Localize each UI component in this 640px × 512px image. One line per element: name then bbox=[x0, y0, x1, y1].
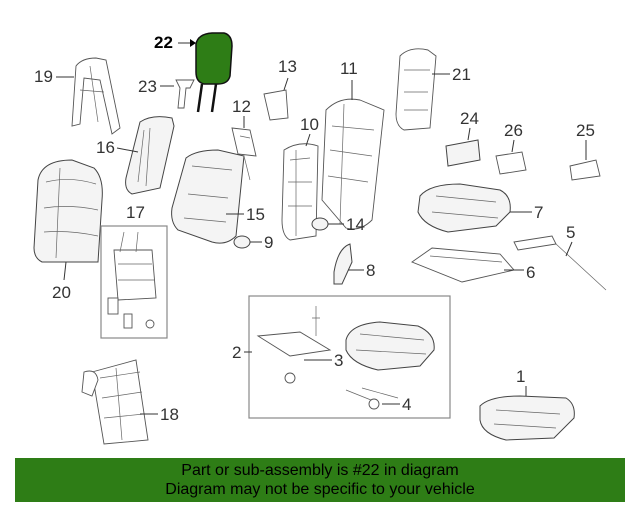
part-22-headrest[interactable] bbox=[195, 32, 233, 113]
part-14-knob[interactable] bbox=[311, 217, 329, 231]
callout-18[interactable]: 18 bbox=[160, 405, 179, 424]
callout-25[interactable]: 25 bbox=[576, 121, 595, 140]
part-6-seat-pan[interactable] bbox=[411, 247, 515, 283]
callout-10[interactable]: 10 bbox=[300, 115, 319, 134]
part-17-lumbar-module[interactable] bbox=[107, 231, 157, 329]
leader-20 bbox=[63, 261, 67, 281]
callout-26[interactable]: 26 bbox=[504, 121, 523, 140]
part-4-wiring[interactable] bbox=[345, 387, 399, 410]
callout-1[interactable]: 1 bbox=[516, 367, 525, 386]
callout-14[interactable]: 14 bbox=[346, 215, 365, 234]
leader-16 bbox=[116, 147, 139, 153]
leader-26 bbox=[511, 139, 515, 153]
part-17-group-box bbox=[100, 225, 168, 339]
leader-10 bbox=[305, 133, 311, 147]
leader-13 bbox=[283, 77, 289, 91]
banner-line-1: Part or sub-assembly is #22 in diagram bbox=[181, 462, 459, 479]
part-3-heater-element[interactable] bbox=[256, 306, 332, 384]
part-21-back-panel[interactable] bbox=[395, 48, 437, 131]
part-16-side-panel[interactable] bbox=[125, 116, 175, 195]
arrowhead-22 bbox=[190, 39, 196, 47]
callout-9[interactable]: 9 bbox=[264, 233, 273, 252]
callout-19[interactable]: 19 bbox=[34, 67, 53, 86]
part-18-seat-back-frame[interactable] bbox=[81, 359, 149, 445]
callout-17[interactable]: 17 bbox=[126, 203, 145, 222]
callout-22[interactable]: 22 bbox=[154, 33, 173, 52]
callout-20[interactable]: 20 bbox=[52, 283, 71, 302]
part-10-backrest-frame[interactable] bbox=[281, 143, 319, 241]
part-7-seat-cushion[interactable] bbox=[417, 183, 511, 233]
part-19-backrest-frame[interactable] bbox=[71, 57, 121, 135]
part-1-seat-base[interactable] bbox=[479, 395, 575, 441]
part-8-side-cover[interactable] bbox=[333, 243, 353, 285]
callout-7[interactable]: 7 bbox=[534, 203, 543, 222]
leader-24 bbox=[467, 127, 471, 141]
callout-23[interactable]: 23 bbox=[138, 77, 157, 96]
callout-12[interactable]: 12 bbox=[232, 97, 251, 116]
callout-15[interactable]: 15 bbox=[246, 205, 265, 224]
callout-11[interactable]: 11 bbox=[340, 59, 358, 78]
parts-diagram: 22 19 23 16 20 17 18 bbox=[33, 32, 607, 445]
callout-5[interactable]: 5 bbox=[566, 223, 575, 242]
info-banner: Part or sub-assembly is #22 in diagram D… bbox=[15, 458, 625, 502]
callout-21[interactable]: 21 bbox=[452, 65, 471, 84]
part-12-bracket[interactable] bbox=[231, 127, 257, 181]
part-26-cover[interactable] bbox=[495, 151, 527, 175]
part-9-knob[interactable] bbox=[233, 235, 251, 249]
callout-16[interactable]: 16 bbox=[96, 138, 115, 157]
part-2-group-box bbox=[248, 295, 451, 419]
callout-13[interactable]: 13 bbox=[278, 57, 297, 76]
part-25-cover[interactable] bbox=[569, 159, 601, 181]
callout-4[interactable]: 4 bbox=[402, 395, 411, 414]
callout-8[interactable]: 8 bbox=[366, 261, 375, 280]
part-15-backrest-shell[interactable] bbox=[171, 149, 245, 244]
banner-line-2: Diagram may not be specific to your vehi… bbox=[165, 481, 475, 498]
part-5-cable[interactable] bbox=[513, 235, 607, 291]
part-2-seat-heater[interactable] bbox=[345, 321, 435, 371]
part-11-backrest-structure[interactable] bbox=[321, 98, 385, 230]
callout-24[interactable]: 24 bbox=[460, 109, 479, 128]
callout-3[interactable]: 3 bbox=[334, 351, 343, 370]
part-20-backrest-cushion[interactable] bbox=[33, 159, 103, 263]
part-13-trim-clip[interactable] bbox=[263, 89, 289, 121]
part-23-headrest-guide[interactable] bbox=[175, 79, 195, 109]
part-24-cover[interactable] bbox=[445, 139, 481, 167]
callout-6[interactable]: 6 bbox=[526, 263, 535, 282]
leader-5 bbox=[565, 241, 573, 257]
callout-2[interactable]: 2 bbox=[232, 343, 241, 362]
